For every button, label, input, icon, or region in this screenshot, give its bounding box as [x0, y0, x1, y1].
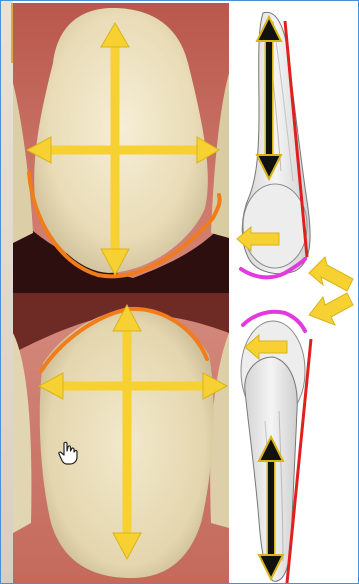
right-diagonal-arrow-lower — [309, 293, 353, 325]
tooth-profile-drawing — [229, 1, 359, 584]
hand-cursor-icon — [57, 441, 79, 465]
upper-incisor-tooth — [34, 8, 208, 273]
left-edge-strip — [1, 1, 13, 584]
right-diagonal-arrow-upper — [309, 257, 353, 291]
incisor-photo-panel — [13, 3, 229, 583]
